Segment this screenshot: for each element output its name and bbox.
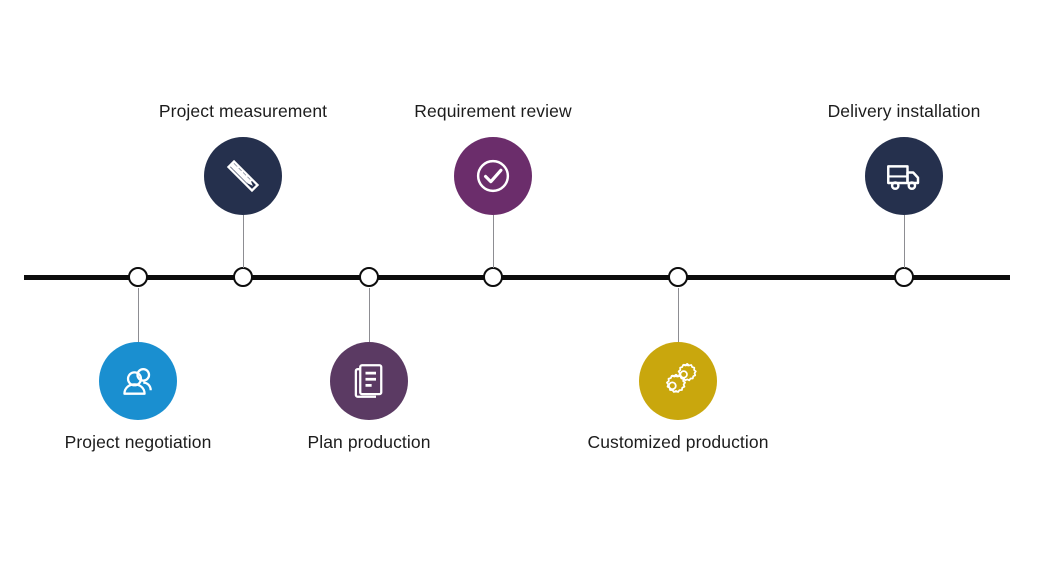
documents-icon bbox=[348, 360, 390, 402]
step-icon-bubble-plan-production[interactable] bbox=[330, 342, 408, 420]
step-icon-bubble-project-negotiation[interactable] bbox=[99, 342, 177, 420]
step-icon-bubble-delivery-installation[interactable] bbox=[865, 137, 943, 215]
step-label-project-negotiation: Project negotiation bbox=[64, 432, 212, 452]
check-circle-icon bbox=[472, 155, 514, 197]
connector-stem-customized-production bbox=[678, 288, 679, 342]
timeline-node-project-measurement[interactable] bbox=[233, 267, 253, 287]
step-label-requirement-review: Requirement review bbox=[414, 101, 572, 121]
step-label-customized-production: Customized production bbox=[587, 432, 769, 452]
step-icon-bubble-customized-production[interactable] bbox=[639, 342, 717, 420]
truck-icon bbox=[883, 155, 925, 197]
step-label-plan-production: Plan production bbox=[307, 432, 431, 452]
connector-stem-requirement-review bbox=[493, 215, 494, 268]
connector-stem-project-measurement bbox=[243, 215, 244, 268]
timeline-node-delivery-installation[interactable] bbox=[894, 267, 914, 287]
ruler-pencil-icon bbox=[222, 155, 264, 197]
connector-stem-project-negotiation bbox=[138, 288, 139, 342]
step-icon-bubble-project-measurement[interactable] bbox=[204, 137, 282, 215]
step-icon-bubble-requirement-review[interactable] bbox=[454, 137, 532, 215]
gears-icon bbox=[657, 360, 699, 402]
timeline-node-customized-production[interactable] bbox=[668, 267, 688, 287]
connector-stem-delivery-installation bbox=[904, 215, 905, 268]
step-label-delivery-installation: Delivery installation bbox=[827, 101, 981, 121]
step-label-project-measurement: Project measurement bbox=[158, 101, 328, 121]
timeline-node-plan-production[interactable] bbox=[359, 267, 379, 287]
timeline-node-requirement-review[interactable] bbox=[483, 267, 503, 287]
timeline-node-project-negotiation[interactable] bbox=[128, 267, 148, 287]
timeline-axis bbox=[24, 274, 1010, 280]
people-icon bbox=[117, 360, 159, 402]
connector-stem-plan-production bbox=[369, 288, 370, 342]
